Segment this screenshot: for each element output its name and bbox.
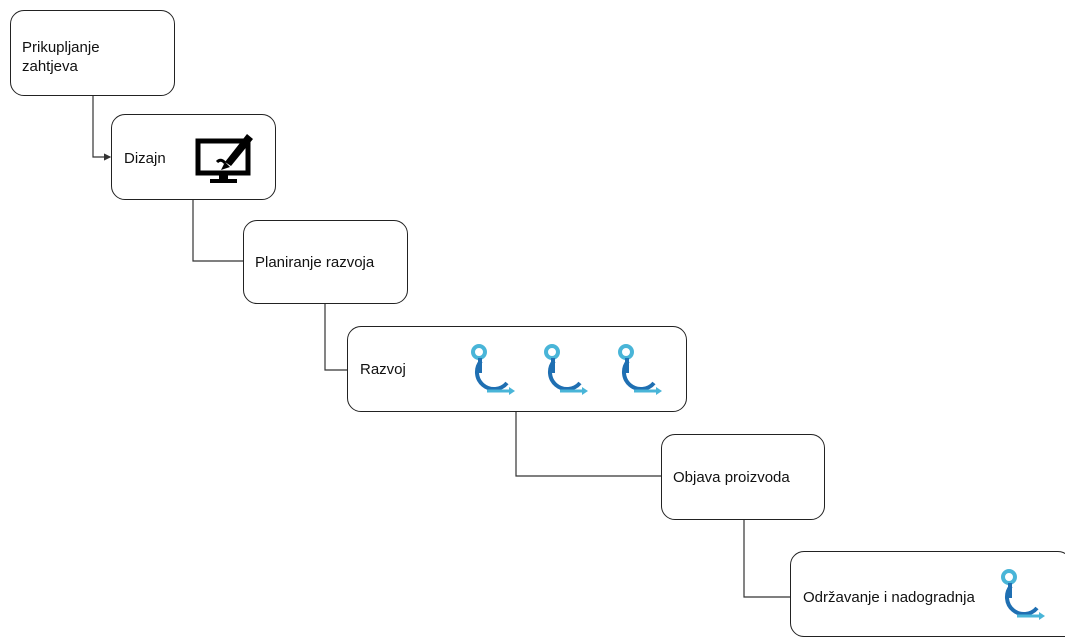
iteration-cycle-icon	[1001, 569, 1045, 620]
step-label: Dizajn	[124, 150, 166, 167]
step-label: Prikupljanje zahtjeva	[22, 39, 100, 75]
connector-3	[324, 302, 348, 371]
step-objava-proizvoda: Objava proizvoda	[661, 434, 825, 520]
step-odrzavanje-i-nadogradnja: Održavanje i nadogradnja	[790, 551, 1065, 637]
step-label: Razvoj	[360, 361, 406, 378]
connector-5	[743, 518, 791, 598]
step-prikupljanje-zahtjeva: Prikupljanje zahtjeva	[10, 10, 175, 96]
step-label: Planiranje razvoja	[255, 254, 375, 271]
step-razvoj: Razvoj	[347, 326, 687, 412]
connector-4	[515, 410, 662, 477]
step-label: Objava proizvoda	[673, 469, 790, 486]
step-dizajn: Dizajn	[111, 114, 276, 200]
step-label: Održavanje i nadogradnja	[803, 589, 975, 606]
iteration-cycle-icon	[618, 344, 662, 395]
iteration-cycle-icon	[544, 344, 588, 395]
monitor-pen-icon	[195, 134, 253, 183]
connector-1	[92, 95, 112, 161]
connector-2	[192, 198, 243, 262]
step-planiranje-razvoja: Planiranje razvoja	[243, 220, 408, 304]
iteration-cycle-icon	[471, 344, 515, 395]
